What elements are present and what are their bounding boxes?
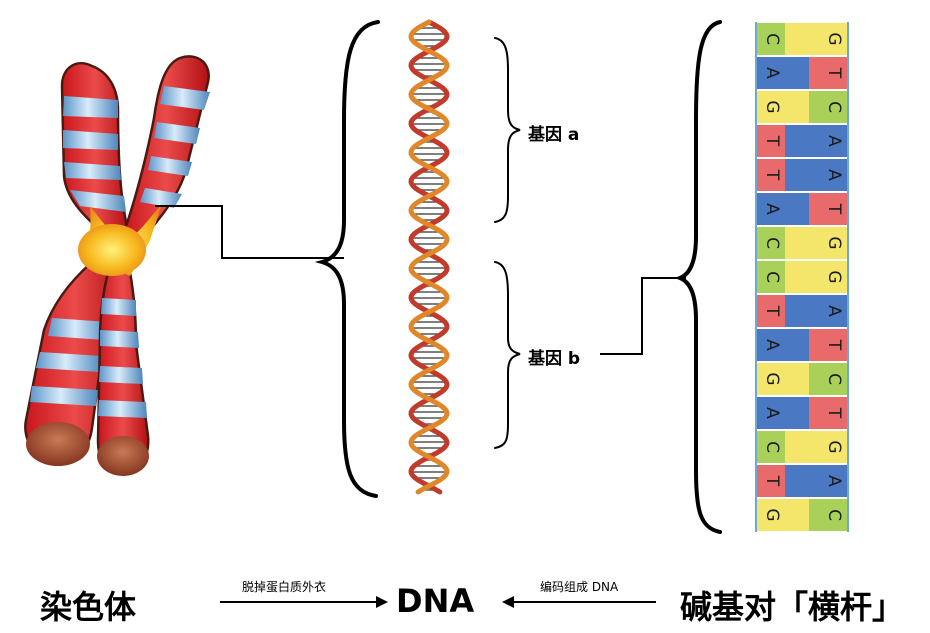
gene-b-connector-line — [600, 277, 686, 355]
dna-strand-1 — [408, 19, 450, 495]
base-G — [785, 431, 847, 463]
base-A — [785, 125, 847, 157]
dna-double-helix — [408, 19, 450, 495]
base-G — [785, 261, 847, 293]
base-letter: G — [824, 236, 844, 249]
base-pair-ladder: C G A T G C T A T A A T C G C G T A A T G C A T C G T A G C — [755, 22, 849, 532]
base-T — [809, 397, 847, 429]
base-letter: C — [824, 101, 844, 113]
base-letter: G — [762, 100, 782, 113]
arrow-left-label: 脱掉蛋白质外衣 — [242, 580, 327, 594]
base-T — [809, 329, 847, 361]
base-A — [785, 295, 847, 327]
base-A — [785, 465, 847, 497]
dna-brace — [314, 20, 380, 498]
chromosome-connector-line — [155, 205, 344, 259]
base-letter: C — [762, 33, 782, 45]
arrow-chromosome-to-dna — [220, 596, 388, 608]
base-letter: T — [824, 203, 844, 215]
base-letter: A — [762, 67, 782, 79]
base-C — [757, 261, 785, 293]
base-G — [757, 91, 809, 123]
base-letter: G — [824, 32, 844, 45]
base-letter: A — [762, 339, 782, 351]
base-letter: A — [824, 169, 844, 181]
base-letter: C — [762, 441, 782, 453]
base-A — [757, 193, 809, 225]
base-letter: G — [762, 372, 782, 385]
base-T — [757, 465, 785, 497]
base-A — [757, 397, 809, 429]
base-A — [785, 159, 847, 191]
base-G — [785, 227, 847, 259]
gene-a-brace — [494, 37, 521, 223]
base-letter: G — [762, 508, 782, 521]
base-pairs-brace — [674, 20, 722, 534]
base-letter: T — [824, 67, 844, 79]
base-C — [809, 499, 847, 531]
base-letter: A — [824, 135, 844, 147]
base-G — [757, 363, 809, 395]
base-letter: G — [824, 270, 844, 283]
base-letter: G — [824, 440, 844, 453]
gene-a-label: 基因 a — [528, 125, 580, 145]
gene-b-brace — [494, 261, 521, 449]
dna-label: DNA — [396, 582, 475, 620]
base-A — [757, 57, 809, 89]
base-letter: C — [762, 237, 782, 249]
base-letter: A — [762, 407, 782, 419]
base-letter: A — [824, 305, 844, 317]
base-G — [785, 23, 847, 55]
base-letter: T — [762, 305, 782, 317]
chromosome-lower-right-arm — [96, 260, 150, 476]
base-letter: A — [824, 475, 844, 487]
gene-b-label: 基因 b — [528, 349, 581, 369]
base-T — [757, 295, 785, 327]
base-C — [809, 363, 847, 395]
base-T — [757, 125, 785, 157]
base-T — [809, 193, 847, 225]
chromosome-label: 染色体 — [40, 588, 137, 626]
dna-strand-2 — [408, 19, 450, 495]
base-letter: T — [824, 407, 844, 419]
base-letter: T — [824, 339, 844, 351]
arrow-bases-to-dna — [502, 596, 656, 608]
base-letter: T — [762, 169, 782, 181]
chromosome-centromere — [78, 204, 162, 276]
base-A — [757, 329, 809, 361]
base-C — [757, 227, 785, 259]
base-C — [757, 23, 785, 55]
chromosome-figure — [24, 55, 210, 476]
base-C — [757, 431, 785, 463]
base-G — [757, 499, 809, 531]
base-letter: A — [762, 203, 782, 215]
base-T — [809, 57, 847, 89]
base-letter: C — [824, 373, 844, 385]
base-T — [757, 159, 785, 191]
base-pairs-label: 碱基对「横杆」 — [680, 588, 905, 626]
base-letter: C — [824, 509, 844, 521]
base-letter: T — [762, 475, 782, 487]
base-letter: T — [762, 135, 782, 147]
chromosome-upper-right-arm — [122, 55, 210, 248]
arrow-right-label: 编码组成 DNA — [540, 580, 619, 594]
base-C — [809, 91, 847, 123]
base-letter: C — [762, 271, 782, 283]
